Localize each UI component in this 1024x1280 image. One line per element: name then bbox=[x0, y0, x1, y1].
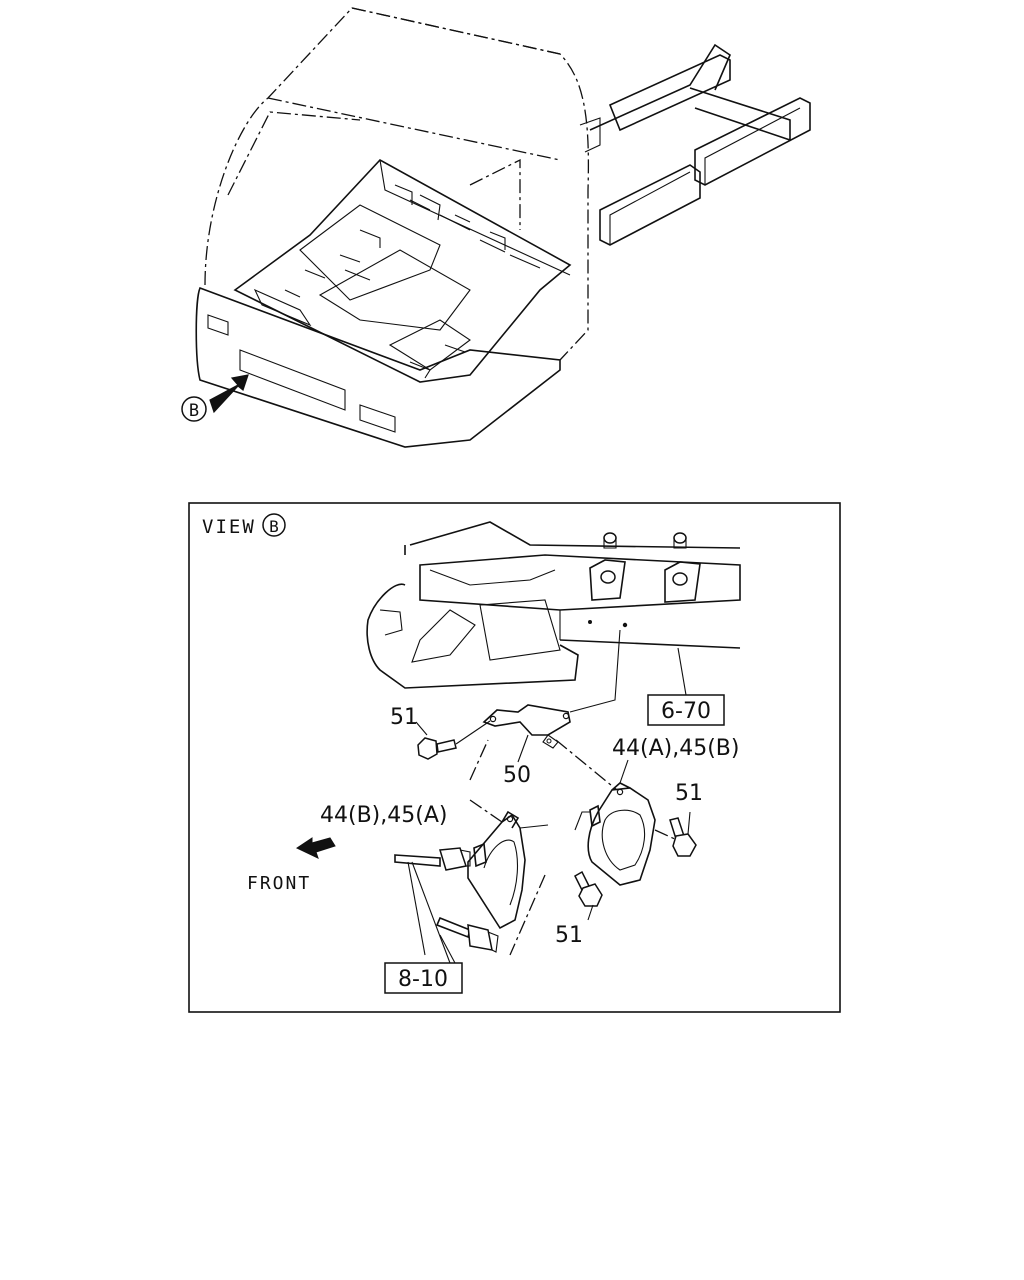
harness-connector-lower bbox=[435, 916, 499, 964]
view-direction-arrow bbox=[209, 374, 249, 414]
horn-left-illustration bbox=[467, 739, 549, 956]
svg-text:B: B bbox=[269, 517, 279, 536]
front-label: FRONT bbox=[247, 873, 311, 894]
callout-44b-45a: 44(B),45(A) bbox=[320, 803, 447, 828]
bolt-part-51-top bbox=[415, 720, 491, 760]
svg-text:6-70: 6-70 bbox=[661, 699, 711, 724]
bolt-part-51-bottom bbox=[574, 870, 603, 921]
callout-51-top: 51 bbox=[390, 705, 418, 730]
view-b-title: VIEW B bbox=[202, 513, 286, 538]
bracket-part-50 bbox=[482, 629, 621, 763]
callout-51-right: 51 bbox=[675, 781, 703, 806]
reference-box-6-70: 6-70 bbox=[647, 694, 725, 726]
bolt-part-51-right bbox=[669, 811, 697, 857]
callout-50: 50 bbox=[503, 763, 531, 788]
view-b-marker: B bbox=[181, 396, 207, 422]
harness-connector-upper bbox=[394, 847, 471, 964]
view-b-frame bbox=[188, 502, 841, 1013]
svg-text:VIEW: VIEW bbox=[202, 516, 256, 538]
svg-text:B: B bbox=[189, 401, 199, 421]
horn-right-illustration bbox=[555, 739, 689, 886]
reference-box-8-10: 8-10 bbox=[384, 962, 463, 994]
callout-44a-45b: 44(A),45(B) bbox=[612, 736, 739, 761]
callout-51-bottom: 51 bbox=[555, 923, 583, 948]
front-direction-arrow bbox=[295, 837, 336, 859]
frame-rail-illustration bbox=[366, 521, 741, 696]
svg-text:8-10: 8-10 bbox=[398, 967, 448, 992]
truck-overview-illustration bbox=[195, 7, 811, 448]
